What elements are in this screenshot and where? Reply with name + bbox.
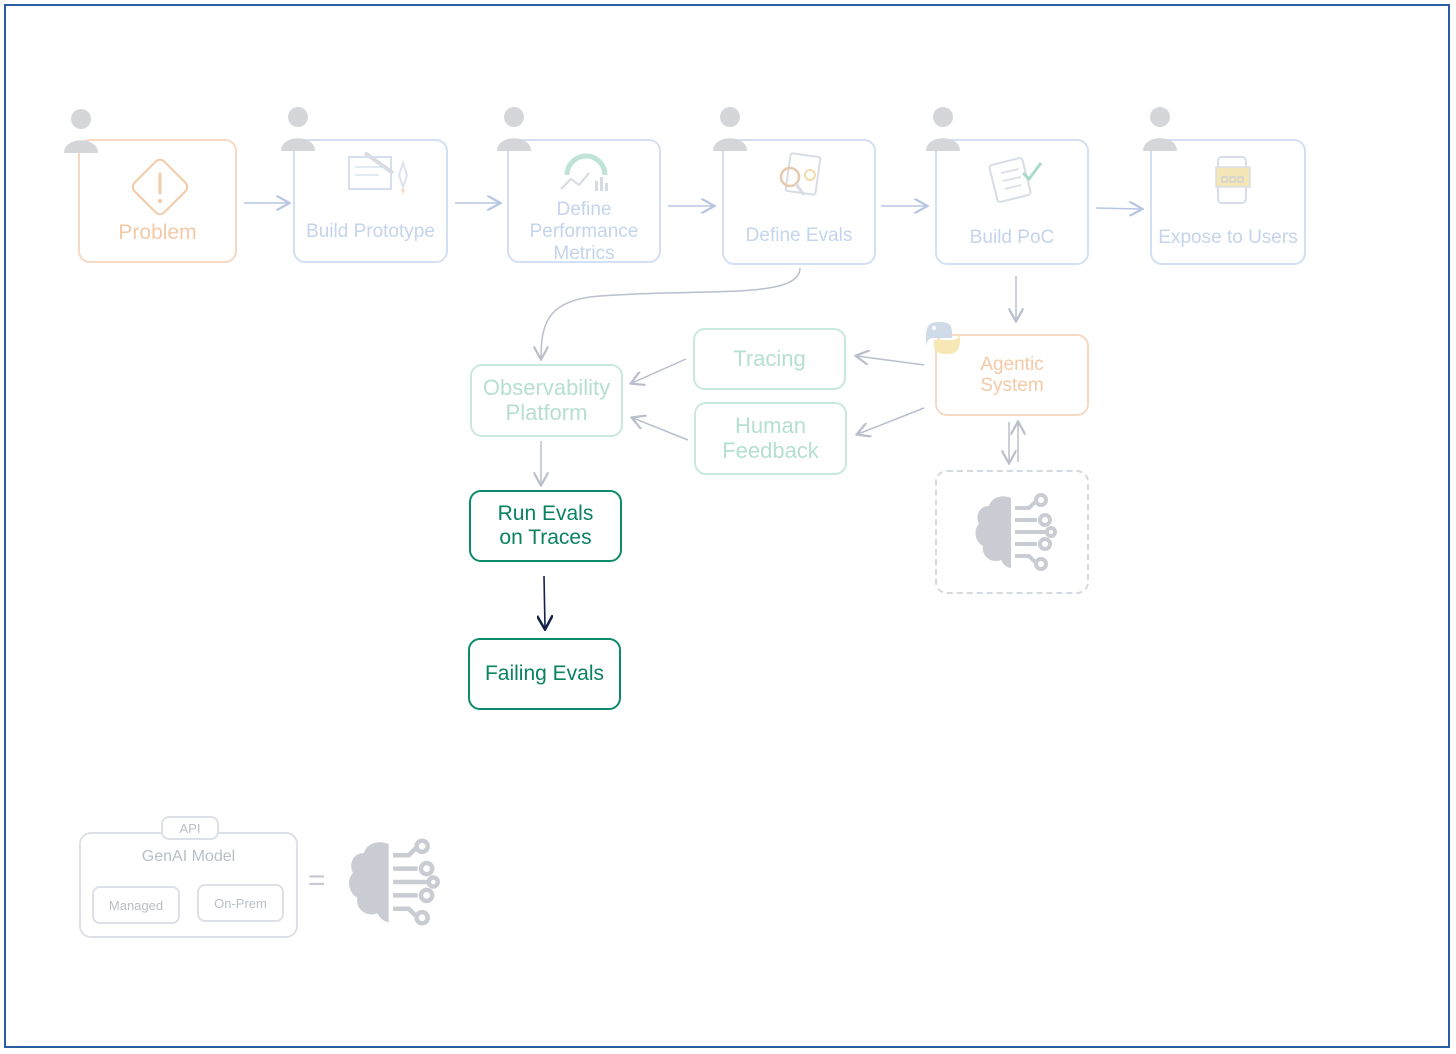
mobile-app-icon [1215, 156, 1251, 204]
legend-equals-sign: = [308, 864, 326, 897]
node-define-evals: Define Evals [722, 139, 876, 265]
node-agentic-system: Agentic System [935, 334, 1089, 416]
legend-api-label: API [179, 820, 201, 836]
person-icon [497, 107, 531, 151]
node-define-metrics-line1: Define [556, 199, 612, 220]
person-icon [713, 107, 747, 151]
node-build-poc-label: Build PoC [969, 227, 1055, 248]
arrow-agentic-feedback [858, 407, 925, 434]
arrow-agentic-tracing [857, 356, 925, 366]
node-observability-platform: Observability Platform [470, 364, 623, 437]
arrow-run-failing [544, 575, 545, 628]
top-row-arrows [244, 203, 1141, 209]
node-failing-evals: Failing Evals [468, 638, 621, 710]
warning-diamond-icon [131, 158, 189, 216]
node-observability-line2: Platform [505, 399, 588, 425]
node-build-prototype-label: Build Prototype [306, 221, 435, 242]
diagram-frame [4, 4, 1450, 1048]
node-human-feedback: Human Feedback [694, 402, 847, 475]
brain-circuit-icon [349, 838, 440, 926]
node-build-poc: Build PoC [935, 139, 1089, 265]
legend-on-prem-box: On-Prem [197, 884, 284, 922]
legend-api-tag: API [161, 816, 219, 840]
node-observability-line1: Observability [482, 374, 611, 400]
node-problem: Problem [78, 139, 237, 263]
node-human-feedback-line1: Human [735, 412, 806, 438]
legend-managed-box: Managed [92, 886, 180, 924]
gauge-chart-icon [560, 153, 608, 191]
legend-genai-model-label: GenAI Model [141, 848, 236, 865]
node-problem-label: Problem [118, 221, 197, 244]
node-define-metrics-line3: Metrics [553, 243, 615, 264]
ai-model-container [935, 470, 1089, 594]
checklist-icon [988, 157, 1043, 203]
node-expose-users: Expose to Users [1150, 139, 1306, 265]
person-icon [926, 107, 960, 151]
node-tracing: Tracing [693, 328, 846, 390]
document-search-icon [779, 152, 822, 196]
node-tracing-label: Tracing [733, 345, 806, 371]
blueprint-rocket-icon [348, 151, 409, 195]
node-define-metrics-line2: Performance [529, 221, 639, 242]
node-run-evals-on-traces: Run Evals on Traces [469, 490, 622, 562]
node-run-evals-line1: Run Evals [497, 502, 594, 526]
legend-managed-label: Managed [108, 897, 164, 913]
person-icon [64, 109, 98, 153]
node-define-evals-label: Define Evals [745, 225, 853, 246]
node-failing-evals-label: Failing Evals [484, 662, 605, 686]
node-agentic-line1: Agentic [980, 353, 1044, 375]
arrow-feedback-observability [633, 418, 689, 441]
node-human-feedback-line2: Feedback [722, 437, 819, 463]
arrow-tracing-observability [632, 358, 687, 383]
node-run-evals-line2: on Traces [499, 526, 592, 549]
node-build-prototype: Build Prototype [293, 139, 448, 263]
person-icon [281, 107, 315, 151]
arrow-evals-observability [541, 267, 801, 358]
python-logo-icon [926, 322, 960, 354]
node-agentic-line2: System [980, 375, 1044, 396]
person-icon [1143, 107, 1177, 151]
node-expose-users-label: Expose to Users [1158, 227, 1298, 248]
arrow-poc-users [1095, 208, 1141, 209]
node-define-metrics: Define Performance Metrics [507, 139, 661, 264]
brain-circuit-icon [975, 493, 1057, 571]
legend-on-prem-label: On-Prem [214, 895, 267, 911]
